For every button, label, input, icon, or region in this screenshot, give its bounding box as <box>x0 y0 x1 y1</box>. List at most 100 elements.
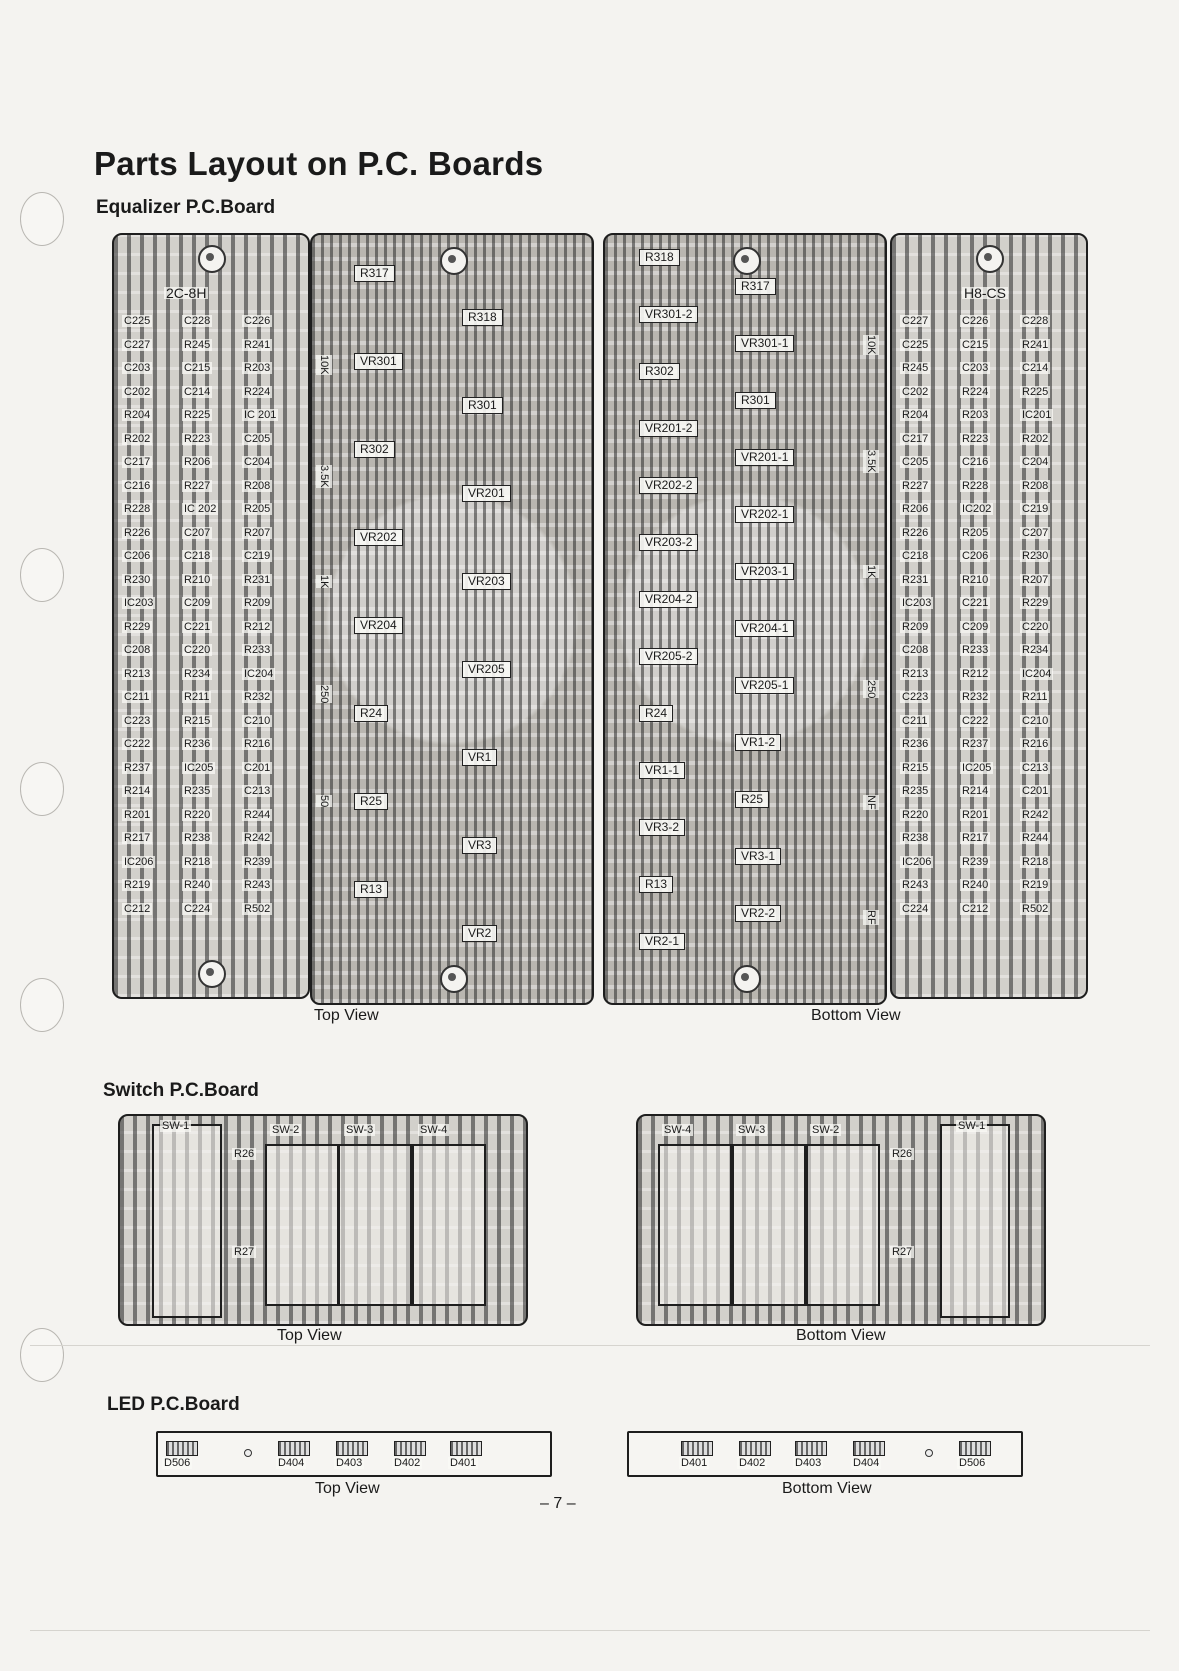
switch-top-view-label: Top View <box>277 1327 342 1344</box>
variable-resistor-label: VR202 <box>354 529 403 546</box>
scan-fold-line <box>30 1630 1150 1631</box>
component-label: R211 <box>1020 691 1050 703</box>
variable-resistor-label: VR1 <box>462 749 498 766</box>
component-label: R220 <box>182 808 213 821</box>
component-label: R201 <box>122 808 153 821</box>
switch-label: R27 <box>232 1246 257 1258</box>
led-footprint <box>450 1441 482 1456</box>
component-label: R217 <box>122 832 153 844</box>
frequency-label: NF <box>863 795 879 810</box>
component-label: R236 <box>182 738 213 750</box>
led-label: D506 <box>957 1457 988 1469</box>
component-label: C206 <box>960 550 991 562</box>
led-footprint <box>278 1441 310 1456</box>
component-label: C202 <box>900 385 931 398</box>
component-label: R245 <box>900 362 931 374</box>
mounting-hole <box>976 245 1004 273</box>
component-label: C213 <box>1020 761 1051 774</box>
component-label: IC206 <box>122 855 156 868</box>
component-label: R226 <box>122 526 153 539</box>
frequency-label: 3.5K <box>863 450 879 473</box>
component-label: R218 <box>182 855 213 868</box>
component-label: C205 <box>900 456 931 468</box>
component-label: R206 <box>182 456 213 468</box>
punch-hole <box>20 762 64 816</box>
frequency-label: RF <box>863 910 879 925</box>
component-label: R242 <box>242 832 273 844</box>
component-label: C221 <box>960 597 991 609</box>
variable-resistor-label: R302 <box>354 441 395 458</box>
variable-resistor-label: VR201 <box>462 485 511 502</box>
component-label: C207 <box>1020 526 1051 539</box>
component-label: R225 <box>1020 385 1051 398</box>
punch-hole <box>20 978 64 1032</box>
variable-resistor-label: VR3-2 <box>639 819 686 836</box>
component-label: IC201 <box>1020 409 1054 421</box>
component-label: R244 <box>242 808 273 821</box>
switch-label: SW-4 <box>418 1124 450 1136</box>
component-label: R205 <box>960 526 991 539</box>
component-label: R209 <box>242 597 273 609</box>
component-label: C206 <box>122 550 153 562</box>
variable-resistor-label: VR2-1 <box>639 933 686 950</box>
component-label: C217 <box>122 456 153 468</box>
component-label: R238 <box>182 832 213 844</box>
switch-outline <box>265 1144 339 1306</box>
frequency-label: 3.5K <box>316 465 332 488</box>
component-label: IC203 <box>122 597 156 609</box>
component-label: R209 <box>900 620 931 633</box>
component-label: R229 <box>1020 597 1051 609</box>
component-label: R202 <box>1020 432 1051 445</box>
frequency-label: 250 <box>863 680 879 699</box>
led-footprint <box>394 1441 426 1456</box>
component-label: R218 <box>1020 855 1051 868</box>
led-footprint <box>681 1441 713 1456</box>
component-label: R242 <box>1020 808 1051 821</box>
mounting-hole <box>440 965 468 993</box>
component-label: R235 <box>182 785 213 797</box>
variable-resistor-label: R302 <box>639 363 680 380</box>
component-label: R232 <box>242 691 273 703</box>
variable-resistor-label: R318 <box>462 309 503 326</box>
variable-resistor-label: R301 <box>462 397 503 414</box>
component-label: C224 <box>182 902 213 915</box>
component-label: C202 <box>122 385 153 398</box>
component-label: C222 <box>960 714 991 727</box>
component-label: R207 <box>242 526 273 539</box>
variable-resistor-label: VR204-1 <box>735 619 795 637</box>
component-label: R240 <box>960 879 991 891</box>
component-label: R238 <box>900 832 931 844</box>
component-label: C219 <box>1020 503 1051 515</box>
component-label: R204 <box>122 409 153 421</box>
punch-hole <box>20 192 64 246</box>
component-label: R232 <box>960 691 991 703</box>
mounting-hole <box>198 245 226 273</box>
switch-label: SW-2 <box>270 1124 302 1136</box>
switch-label: R26 <box>232 1148 257 1160</box>
led-heading: LED P.C.Board <box>107 1394 240 1415</box>
component-label: R502 <box>1020 902 1051 915</box>
mounting-hole <box>733 965 761 993</box>
component-label: R231 <box>900 573 931 586</box>
variable-resistor-label: R301 <box>735 391 776 409</box>
component-label: R214 <box>122 785 153 797</box>
component-label: R502 <box>242 902 273 915</box>
component-label: C211 <box>122 691 152 703</box>
component-label: C219 <box>242 550 273 562</box>
component-label: IC204 <box>242 667 276 680</box>
variable-resistor-label: VR2-2 <box>735 904 782 922</box>
component-label: C222 <box>122 738 153 750</box>
switch-outline <box>338 1144 412 1306</box>
component-label: R235 <box>900 785 931 797</box>
led-footprint <box>853 1441 885 1456</box>
component-label: C218 <box>900 550 931 562</box>
switch-outline <box>412 1144 486 1306</box>
led-bottom-view-label: Bottom View <box>782 1480 872 1497</box>
component-label: C226 <box>242 315 273 327</box>
variable-resistor-label: VR201-1 <box>735 448 795 466</box>
mounting-hole <box>733 247 761 275</box>
variable-resistor-label: VR204 <box>354 617 403 634</box>
